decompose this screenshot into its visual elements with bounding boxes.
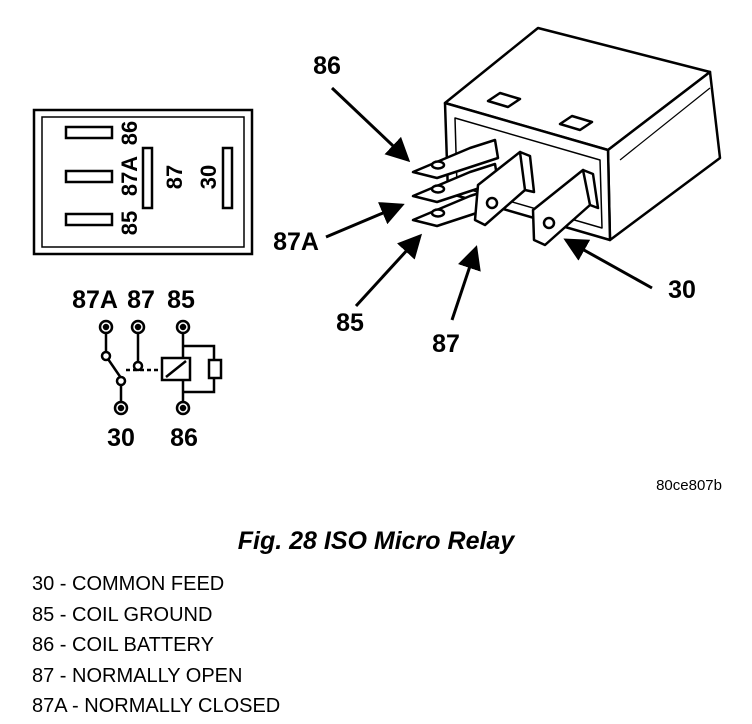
legend-item: 87A - NORMALLY CLOSED	[32, 695, 281, 717]
callout-arrow-86	[330, 86, 411, 163]
schematic-label-30: 30	[107, 424, 135, 452]
callout-arrow-87a	[325, 202, 405, 239]
terminal-85-hole	[430, 208, 446, 218]
callout-label-30: 30	[668, 276, 696, 304]
legend-item: 87 - NORMALLY OPEN	[32, 664, 243, 687]
top-label-87a: 87A	[117, 156, 142, 196]
top-label-30: 30	[196, 165, 221, 189]
legend-item: 86 - COIL BATTERY	[32, 634, 214, 656]
schematic-label-85: 85	[167, 286, 195, 314]
schematic-label-87: 87	[127, 286, 155, 314]
figure-code: 80ce807b	[656, 477, 722, 494]
terminal-top-view: 86 87A 85 87 30	[32, 108, 254, 256]
schematic-label-86: 86	[170, 424, 198, 452]
top-vent-2	[558, 114, 594, 132]
legend-item: 85 - COIL GROUND	[32, 603, 213, 626]
slot-30	[221, 146, 234, 210]
slot-87a	[64, 169, 114, 184]
slot-86	[64, 125, 114, 140]
callout-arrow-30	[563, 238, 653, 290]
relay-terminals	[411, 138, 600, 247]
relay-body	[443, 26, 722, 242]
callout-arrow-87	[450, 245, 481, 321]
callouts	[325, 86, 653, 321]
callout-label-87a: 87A	[273, 228, 319, 256]
top-vent-1	[486, 91, 522, 109]
figure-caption: Fig. 28 ISO Micro Relay	[237, 527, 515, 555]
slot-87	[141, 146, 154, 210]
terminal-86-hole	[430, 160, 446, 170]
schematic-label-87a: 87A	[72, 286, 118, 314]
terminal-87a-hole	[430, 184, 446, 194]
top-label-86: 86	[117, 121, 142, 145]
relay-schematic: 87A 87 85 30 86	[72, 286, 223, 452]
legend-item: 30 - COMMON FEED	[32, 573, 225, 595]
terminal-30-hole	[542, 216, 556, 230]
slot-85	[64, 212, 114, 227]
callout-label-87: 87	[432, 330, 460, 358]
callout-arrow-85	[354, 233, 423, 308]
callout-label-86: 86	[313, 52, 341, 80]
top-label-85: 85	[117, 211, 142, 235]
terminal-legend: 30 - COMMON FEED 85 - COIL GROUND 86 - C…	[32, 571, 280, 724]
terminal-87-hole	[485, 196, 499, 210]
callout-label-85: 85	[336, 309, 364, 337]
top-label-87: 87	[162, 165, 187, 189]
